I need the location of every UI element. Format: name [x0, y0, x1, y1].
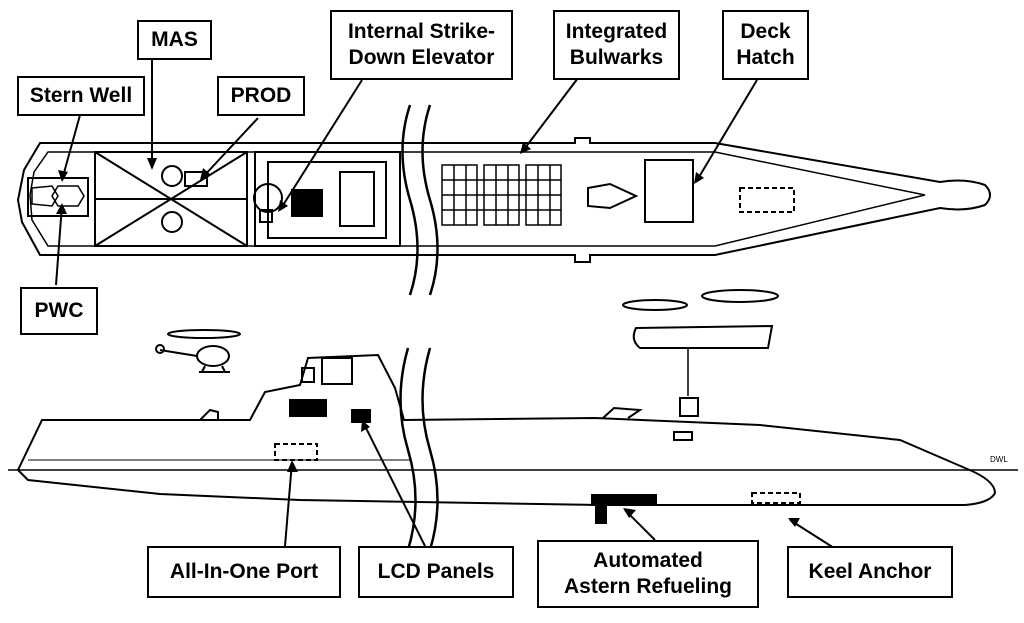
helicopter-small — [155, 329, 241, 373]
lcd-panels-label: LCD Panels — [358, 546, 514, 598]
profile-hull — [16, 353, 997, 506]
all-in-one-port-label: All-In-One Port — [147, 546, 341, 598]
vls-grid — [441, 164, 562, 226]
ship-plan-view — [16, 104, 991, 296]
bulwarks-label: Integrated Bulwarks — [553, 10, 680, 80]
gun-mount — [587, 182, 639, 210]
hangar-deck — [254, 151, 401, 247]
elevator-label: Internal Strike- Down Elevator — [330, 10, 513, 80]
dwl-label: DWL — [990, 455, 1008, 464]
ship-profile-view — [8, 289, 1018, 551]
prod-label: PROD — [217, 76, 305, 116]
leader-lines — [55, 60, 846, 556]
stern-well — [27, 177, 89, 217]
deck-hatch-label: Deck Hatch — [722, 10, 809, 80]
mas-label: MAS — [137, 20, 212, 60]
stern-well-label: Stern Well — [17, 76, 145, 116]
refueling-label: Automated Astern Refueling — [537, 540, 759, 608]
plan-hull-outline — [16, 137, 991, 263]
helicopter-large — [622, 289, 779, 417]
pwc-label: PWC — [20, 287, 98, 335]
keel-anchor-label: Keel Anchor — [787, 546, 953, 598]
deck-hatch — [644, 159, 694, 223]
